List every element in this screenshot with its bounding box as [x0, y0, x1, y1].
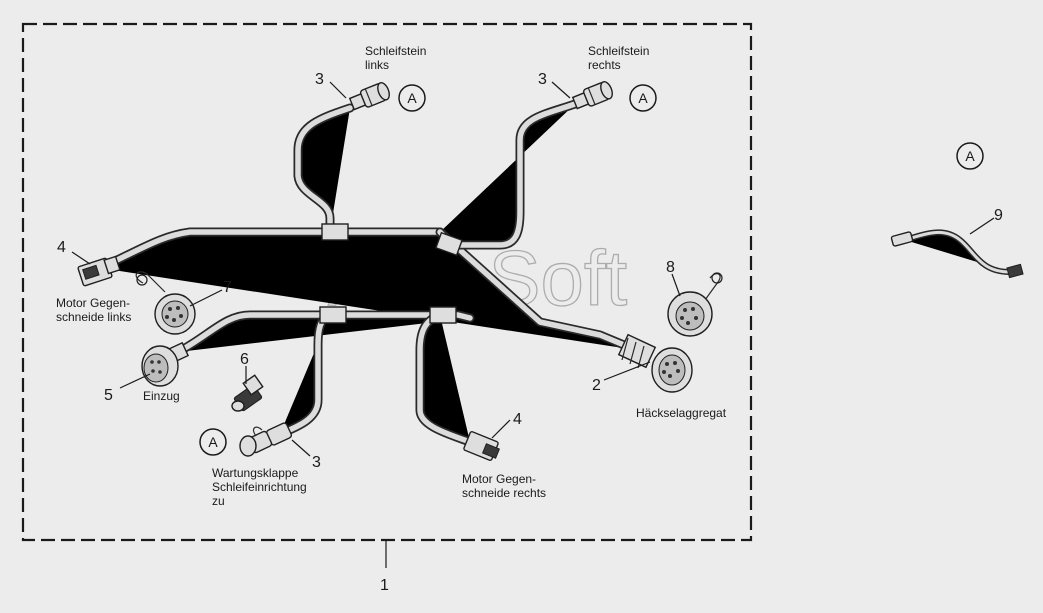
label-wartung-1: Wartungsklappe: [212, 466, 299, 480]
label-schleifstein-rechts-2: rechts: [588, 58, 621, 72]
ref-mark-a-wartung: A: [199, 428, 227, 456]
label-haecksel: Häckselaggregat: [636, 406, 727, 420]
connector-schleifstein-rechts: [571, 81, 613, 110]
junction-sleeves: [319, 223, 463, 324]
ref-mark-a-detail: A: [956, 142, 984, 170]
ref-mark-a-rechts: A: [629, 84, 657, 112]
callout-6: 6: [240, 351, 249, 368]
connector-motor-rechts: [463, 431, 501, 461]
ref-mark-a-links: A: [398, 84, 426, 112]
callout-5: 5: [104, 387, 113, 404]
leader-lines: [71, 81, 995, 457]
cable-9: [890, 232, 1024, 279]
callout-2: 2: [592, 377, 601, 394]
connector-cap-7: [135, 271, 196, 335]
connector-schleifstein-links: [348, 82, 390, 111]
label-motor-links-2: schneide links: [56, 310, 131, 324]
label-wartung-3: zu: [212, 494, 225, 508]
svg-text:A: A: [208, 434, 218, 450]
label-einzug: Einzug: [143, 389, 180, 403]
connector-haecksel: [617, 333, 693, 393]
callout-3-rechts: 3: [538, 71, 547, 88]
svg-text:A: A: [407, 90, 417, 106]
label-schleifstein-links-1: Schleifstein: [365, 44, 426, 58]
callout-3-links: 3: [315, 71, 324, 88]
svg-text:A: A: [638, 90, 648, 106]
label-schleifstein-links-2: links: [365, 58, 389, 72]
connector-wartung: [239, 422, 293, 457]
connector-6: [231, 374, 264, 412]
callout-8: 8: [666, 259, 675, 276]
assembly-boundary: [21, 22, 753, 542]
callout-4-rechts: 4: [513, 411, 522, 428]
callout-4-links: 4: [57, 239, 66, 256]
callout-3-wartung: 3: [312, 454, 321, 471]
connector-cap-8: [667, 272, 723, 337]
callout-7: 7: [223, 279, 232, 296]
callout-9: 9: [994, 207, 1003, 224]
connector-motor-links: [77, 255, 121, 287]
svg-text:A: A: [965, 148, 975, 164]
connector-einzug: [141, 341, 190, 387]
callout-1: 1: [380, 577, 389, 594]
label-wartung-2: Schleifeinrichtung: [212, 480, 307, 494]
label-motor-rechts-1: Motor Gegen-: [462, 472, 536, 486]
label-motor-links-1: Motor Gegen-: [56, 296, 130, 310]
label-motor-rechts-2: schneide rechts: [462, 486, 546, 500]
label-schleifstein-rechts-1: Schleifstein: [588, 44, 649, 58]
